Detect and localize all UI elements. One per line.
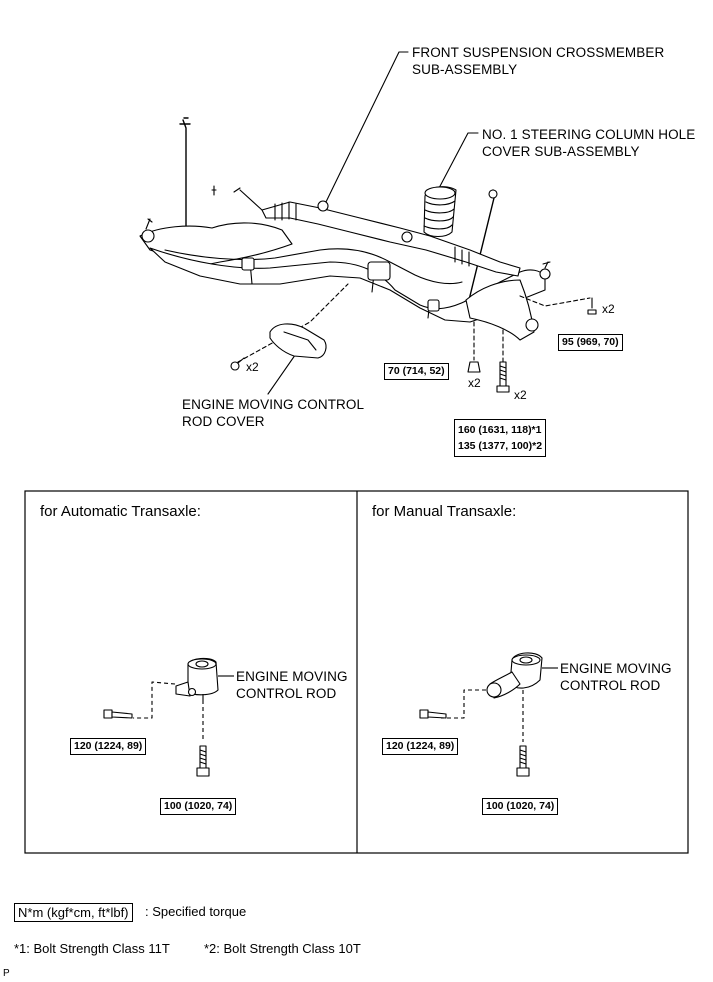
lower-arm-right <box>465 279 535 341</box>
crossmember-label: FRONT SUSPENSION CROSSMEMBER SUB-ASSEMBL… <box>412 44 664 78</box>
note-bolt-class-10t: *2: Bolt Strength Class 10T <box>204 941 361 956</box>
automatic-rod-drawing <box>103 657 219 777</box>
screw-left <box>230 361 240 371</box>
automatic-torque-a: 120 (1224, 89) <box>70 738 147 755</box>
column-cover-label-line2: COVER SUB-ASSEMBLY <box>482 144 640 159</box>
dashed-guide-right <box>519 295 591 307</box>
automatic-part-label: ENGINE MOVING CONTROL ROD <box>236 668 348 702</box>
column-cover-label: NO. 1 STEERING COLUMN HOLE COVER SUB-ASS… <box>482 126 695 160</box>
nut-70 <box>467 361 481 373</box>
automatic-part-label-line1: ENGINE MOVING <box>236 669 348 684</box>
torque-160: 160 (1631, 118)*1 <box>458 424 542 436</box>
crossmember-label-line2: SUB-ASSEMBLY <box>412 62 518 77</box>
column-cover-label-line1: NO. 1 STEERING COLUMN HOLE <box>482 127 696 142</box>
legend-unit-box: N*m (kgf*cm, ft*lbf) <box>14 903 133 922</box>
quantity-right: x2 <box>602 302 615 316</box>
manual-torque-a: 120 (1224, 89) <box>382 738 459 755</box>
page-mark: P <box>3 968 10 979</box>
automatic-torque-b: 100 (1020, 74) <box>160 798 237 815</box>
bolt-95 <box>587 297 597 315</box>
note-bolt-class-11t: *1: Bolt Strength Class 11T <box>14 941 170 956</box>
manual-part-label: ENGINE MOVING CONTROL ROD <box>560 660 672 694</box>
torque-70: 70 (714, 52) <box>384 363 449 380</box>
manual-rod-drawing <box>419 652 543 777</box>
rod-cover-label: ENGINE MOVING CONTROL ROD COVER <box>182 396 364 430</box>
torque-160-135: 160 (1631, 118)*1 135 (1377, 100)*2 <box>454 419 547 457</box>
automatic-panel-title: for Automatic Transaxle: <box>40 503 201 520</box>
dashed-guide-left <box>237 283 349 363</box>
rod-cover-part <box>269 323 327 359</box>
manual-part-label-line2: CONTROL ROD <box>560 678 661 693</box>
quantity-70: x2 <box>468 376 481 390</box>
stabilizer-link-left <box>179 117 191 237</box>
manual-panel-title: for Manual Transaxle: <box>372 503 517 520</box>
rod-cover-label-line1: ENGINE MOVING CONTROL <box>182 397 365 412</box>
automatic-part-label-line2: CONTROL ROD <box>236 686 337 701</box>
quantity-160: x2 <box>514 388 527 402</box>
torque-135: 135 (1377, 100)*2 <box>458 440 543 452</box>
rod-cover-label-line2: ROD COVER <box>182 414 265 429</box>
torque-95: 95 (969, 70) <box>558 334 623 351</box>
crossmember-label-line1: FRONT SUSPENSION CROSSMEMBER <box>412 45 665 60</box>
leader-crossmember <box>324 51 409 205</box>
manual-torque-b: 100 (1020, 74) <box>482 798 559 815</box>
manual-part-label-line1: ENGINE MOVING <box>560 661 672 676</box>
legend-text: : Specified torque <box>145 904 247 919</box>
leader-column-cover <box>437 132 479 191</box>
quantity-left: x2 <box>246 360 259 374</box>
